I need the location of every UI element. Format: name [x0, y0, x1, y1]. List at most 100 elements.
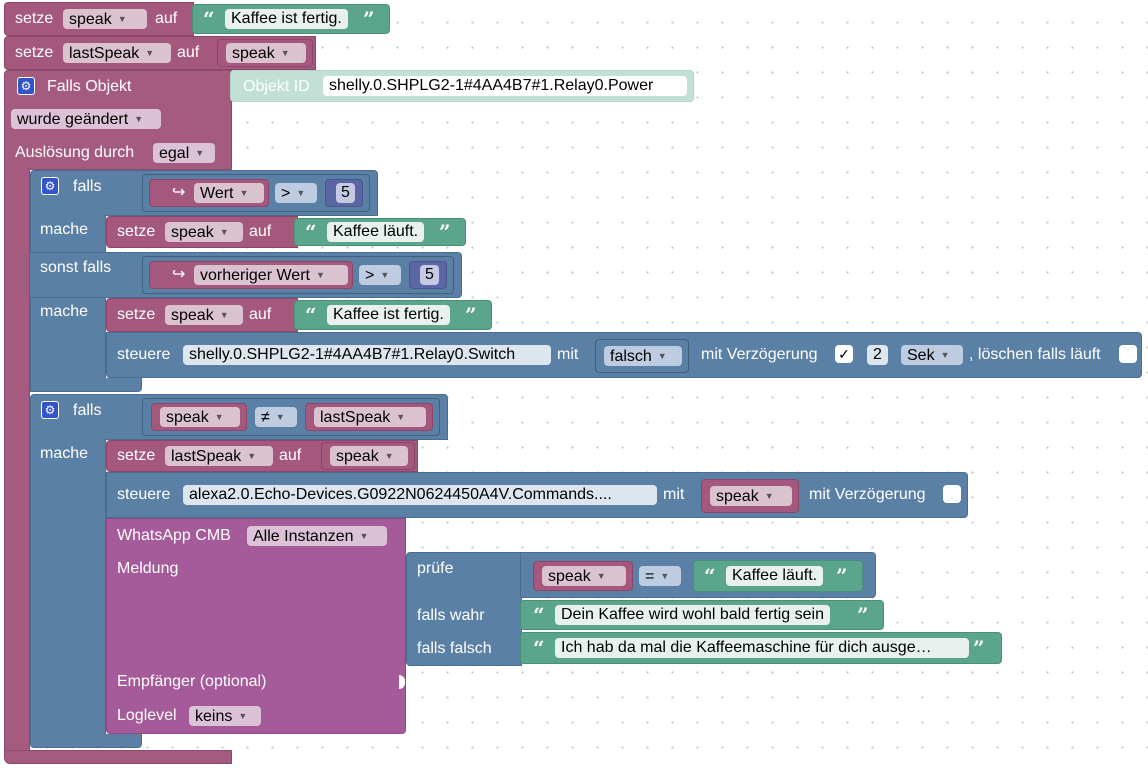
get-speak-block[interactable]: speak▼ [701, 479, 799, 513]
delay-checkbox[interactable] [943, 485, 961, 503]
object-id-field[interactable]: shelly.0.SHPLG2-1#4AA4B7#1.Relay0.Switch [183, 345, 551, 365]
arrow-return-icon: ↪ [172, 184, 186, 201]
falls-falsch-label: falls falsch [417, 640, 492, 657]
variable-dropdown-speak[interactable]: speak▼ [710, 486, 792, 506]
gear-icon[interactable]: ⚙ [17, 77, 35, 95]
text-block[interactable]: “ Kaffee ist fertig. ” [294, 300, 492, 330]
number-block[interactable]: 5 [325, 179, 363, 207]
if-block-2-footer [30, 734, 142, 748]
ternary-block[interactable]: prüfe falls wahr falls falsch [406, 552, 522, 666]
gear-icon[interactable]: ⚙ [41, 177, 59, 195]
object-id-block[interactable]: Objekt ID shelly.0.SHPLG2-1#4AA4B7#1.Rel… [230, 70, 694, 102]
text-field[interactable]: Ich hab da mal die Kaffeemaschine für di… [555, 638, 969, 658]
get-speak-block[interactable]: speak▼ [217, 39, 313, 67]
if-block-1-footer [30, 378, 142, 392]
quote-open-icon: “ [305, 220, 317, 244]
text-field[interactable]: Kaffee läuft. [327, 222, 425, 242]
variable-dropdown-speak[interactable]: speak▼ [542, 566, 626, 586]
set-speak-block[interactable]: setze speak▼ auf [106, 298, 298, 332]
value-dropdown[interactable]: Wert▼ [194, 183, 264, 203]
text-field[interactable]: Kaffee ist fertig. [225, 9, 348, 29]
variable-dropdown-speak[interactable]: speak▼ [160, 407, 240, 427]
oldvalue-dropdown[interactable]: vorheriger Wert▼ [194, 265, 348, 285]
variable-dropdown-speak[interactable]: speak▼ [330, 446, 408, 466]
object-id-field[interactable]: alexa2.0.Echo-Devices.G0922N0624450A4V.C… [183, 485, 657, 505]
setze-label: setze [15, 10, 54, 27]
get-speak-block[interactable]: speak▼ [321, 442, 415, 470]
set-speak-block[interactable]: setze speak▼ auf [4, 2, 194, 36]
text-field[interactable]: Kaffee läuft. [726, 566, 824, 586]
trigger-block-header[interactable]: ⚙ Falls Objekt wurde geändert▼ Auslösung… [4, 70, 232, 170]
compare-block-2[interactable]: ↪ vorheriger Wert▼ >▼ 5 [142, 256, 454, 294]
auf-label: auf [249, 306, 272, 323]
number-block[interactable]: 5 [409, 261, 447, 289]
control-alexa-block[interactable]: steuere alexa2.0.Echo-Devices.G0922N0624… [106, 472, 968, 518]
delay-label: mit Verzögerung [701, 346, 818, 363]
get-speak-block[interactable]: speak▼ [533, 561, 633, 591]
number-field[interactable]: 5 [420, 265, 439, 285]
quote-open-icon: “ [533, 636, 545, 660]
operator-dropdown[interactable]: ≠▼ [255, 407, 297, 427]
mit-label: mit [557, 346, 579, 363]
delay-amount-field[interactable]: 2 [867, 345, 888, 365]
text-block[interactable]: “ Kaffee läuft. ” [693, 560, 863, 592]
delay-checkbox[interactable]: ✓ [835, 345, 853, 363]
operator-dropdown[interactable]: >▼ [359, 265, 401, 285]
operator-dropdown[interactable]: >▼ [275, 183, 317, 203]
loglevel-label: Loglevel [117, 707, 177, 724]
text-block[interactable]: “ Dein Kaffee wird wohl bald fertig sein… [520, 600, 884, 630]
text-field[interactable]: Kaffee ist fertig. [327, 305, 450, 325]
variable-dropdown-lastspeak[interactable]: lastSpeak▼ [63, 43, 171, 63]
quote-open-icon: “ [533, 603, 545, 627]
change-mode-dropdown[interactable]: wurde geändert▼ [11, 109, 161, 129]
get-lastspeak-block[interactable]: lastSpeak▼ [305, 403, 433, 431]
meldung-label: Meldung [117, 560, 179, 577]
gear-icon[interactable]: ⚙ [41, 401, 59, 419]
mache-label: mache [40, 221, 89, 238]
compare-block-1[interactable]: ↪ Wert▼ >▼ 5 [142, 174, 370, 212]
setze-label: setze [117, 306, 156, 323]
delay-unit-dropdown[interactable]: Sek▼ [901, 345, 963, 365]
auf-label: auf [249, 223, 272, 240]
quote-open-icon: “ [203, 7, 215, 31]
variable-dropdown-speak[interactable]: speak▼ [63, 9, 147, 29]
text-field[interactable]: Dein Kaffee wird wohl bald fertig sein [555, 605, 830, 625]
ausloesung-label: Auslösung durch [15, 144, 135, 161]
get-speak-block[interactable]: speak▼ [151, 403, 247, 431]
auf-label: auf [155, 10, 178, 27]
event-value-block[interactable]: ↪ Wert▼ [149, 179, 269, 207]
event-oldvalue-block[interactable]: ↪ vorheriger Wert▼ [149, 261, 353, 289]
number-field[interactable]: 5 [336, 183, 355, 203]
object-id-field[interactable]: shelly.0.SHPLG2-1#4AA4B7#1.Relay0.Power [323, 76, 687, 96]
variable-dropdown-speak[interactable]: speak▼ [165, 222, 243, 242]
text-block[interactable]: “ Kaffee ist fertig. ” [192, 4, 390, 34]
loglevel-dropdown[interactable]: keins▼ [189, 706, 261, 726]
if-block-2-spine [30, 438, 106, 738]
compare-block-3[interactable]: speak▼ ≠▼ lastSpeak▼ [142, 398, 440, 436]
variable-dropdown-speak[interactable]: speak▼ [165, 305, 243, 325]
compare-block-4[interactable]: speak▼ =▼ “ Kaffee läuft. ” [520, 552, 876, 598]
steuere-label: steuere [117, 486, 171, 503]
variable-dropdown-lastspeak[interactable]: lastSpeak▼ [165, 446, 273, 466]
variable-dropdown-speak[interactable]: speak▼ [226, 43, 306, 63]
sonst-falls-label: sonst falls [40, 259, 112, 276]
clear-running-checkbox[interactable] [1119, 345, 1137, 363]
ausloesung-dropdown[interactable]: egal▼ [153, 143, 215, 163]
boolean-dropdown[interactable]: falsch▼ [604, 346, 682, 366]
steuere-label: steuere [117, 346, 171, 363]
setze-label: setze [15, 44, 54, 61]
variable-dropdown-lastspeak[interactable]: lastSpeak▼ [314, 407, 426, 427]
set-lastspeak-block[interactable]: setze lastSpeak▼ auf speak▼ [106, 440, 418, 472]
set-lastspeak-block[interactable]: setze lastSpeak▼ auf speak▼ [4, 36, 316, 70]
control-switch-block[interactable]: steuere shelly.0.SHPLG2-1#4AA4B7#1.Relay… [106, 332, 1142, 378]
boolean-block[interactable]: falsch▼ [595, 339, 689, 373]
text-block[interactable]: “ Ich hab da mal die Kaffeemaschine für … [520, 632, 1002, 664]
operator-dropdown[interactable]: =▼ [639, 566, 681, 586]
instance-dropdown[interactable]: Alle Instanzen▼ [247, 526, 387, 546]
quote-close-icon: ” [973, 636, 985, 660]
whatsapp-block[interactable]: WhatsApp CMB Alle Instanzen▼ Meldung Emp… [106, 518, 406, 734]
text-block[interactable]: “ Kaffee läuft. ” [294, 218, 466, 246]
trigger-spine [4, 168, 30, 758]
empfaenger-input-socket[interactable] [399, 675, 405, 689]
set-speak-block[interactable]: setze speak▼ auf [106, 216, 298, 248]
